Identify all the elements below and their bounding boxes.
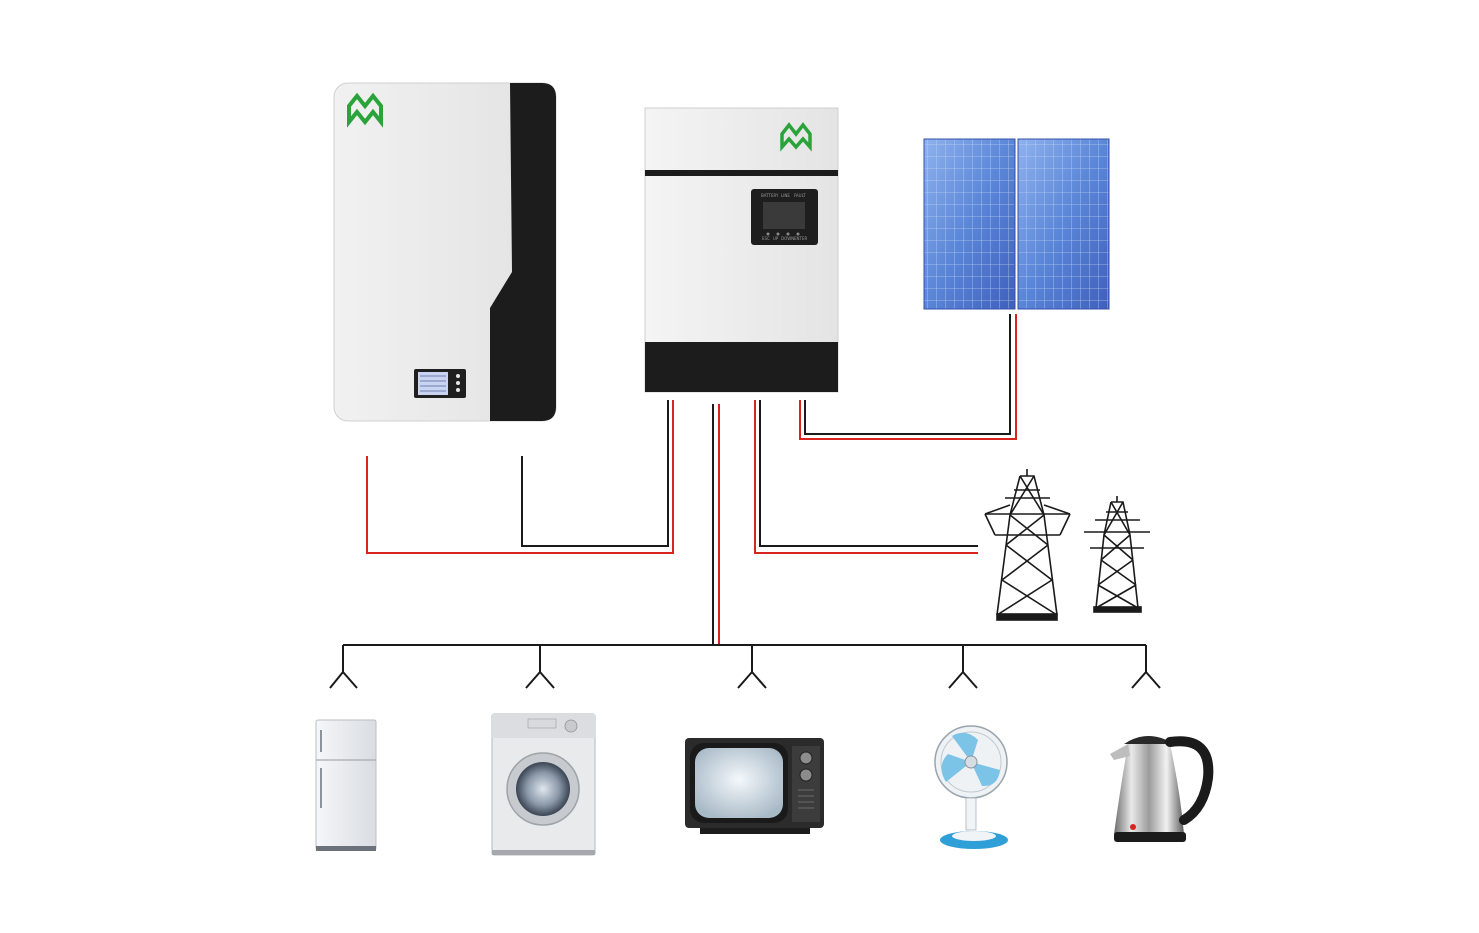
wiring [329, 314, 1161, 689]
battery-unit [333, 82, 557, 422]
solar-panel-icon [1017, 138, 1110, 310]
transmission-tower-icon [984, 469, 1071, 621]
kettle-icon [1110, 736, 1214, 842]
tv-icon [685, 738, 824, 834]
transmission-tower-icon [1084, 496, 1150, 613]
panel-label-battery: BATTERY [761, 193, 779, 198]
inverter-control-panel: BATTERY LINE FAULT ESC UP DOWN ENTER [751, 189, 818, 245]
battery-negative-wire [521, 400, 669, 547]
solar-negative-wire [804, 314, 1011, 435]
panel-label-line: LINE [781, 193, 790, 198]
load-drops [329, 645, 1161, 689]
utility-grid [984, 469, 1150, 621]
solar-panel-icon [923, 138, 1016, 310]
panel-label-up: UP [773, 236, 779, 241]
panel-label-esc: ESC [762, 236, 770, 241]
panel-label-down: DOWN [781, 236, 794, 241]
grid-negative-wire [759, 400, 978, 547]
battery-display [414, 369, 466, 398]
grid-positive-wire [754, 400, 978, 554]
solar-panels [923, 138, 1110, 310]
refrigerator-icon [315, 719, 377, 851]
panel-label-enter: ENTER [794, 236, 807, 241]
hybrid-inverter: BATTERY LINE FAULT ESC UP DOWN ENTER [644, 107, 839, 393]
battery-positive-wire [366, 400, 674, 554]
brand-logo-icon [780, 122, 812, 152]
fan-icon [934, 725, 1008, 849]
panel-label-fault: FAULT [794, 193, 806, 198]
washing-machine-icon [491, 713, 596, 856]
solar-positive-wire [799, 314, 1017, 440]
brand-logo-icon [347, 92, 383, 128]
